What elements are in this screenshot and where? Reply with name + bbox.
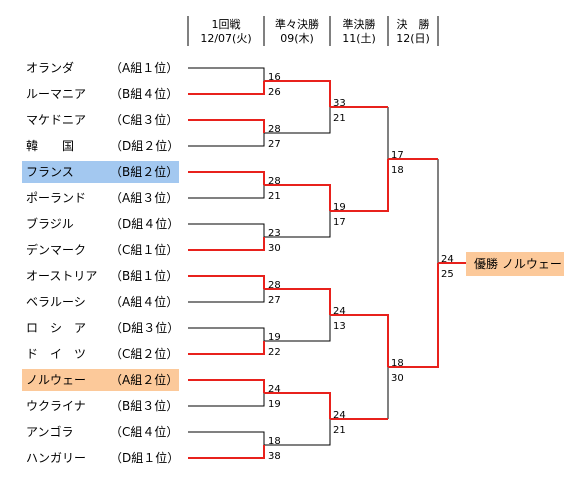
team-name: ノルウェー bbox=[26, 373, 86, 387]
score: 38 bbox=[268, 451, 281, 462]
team-name: オランダ bbox=[26, 60, 74, 75]
team-group: （C組４位） bbox=[110, 424, 178, 439]
team-name: フランス bbox=[26, 165, 74, 179]
team-group: （A組４位） bbox=[110, 294, 178, 309]
highlight-france bbox=[22, 161, 179, 183]
bracket-lines-winner bbox=[188, 80, 466, 459]
score: 17 bbox=[333, 217, 346, 228]
score: 23 bbox=[268, 228, 281, 239]
team-name: マケドニア bbox=[26, 113, 86, 127]
score: 27 bbox=[268, 139, 281, 150]
team-name: ポーランド bbox=[26, 191, 86, 205]
team-name: ブラジル bbox=[26, 216, 74, 231]
score: 25 bbox=[441, 269, 454, 280]
score: 16 bbox=[268, 72, 281, 83]
bracket-lines-loser bbox=[188, 67, 439, 446]
round-1-title: 1回戦 bbox=[212, 18, 241, 31]
team-group: （D組４位） bbox=[110, 216, 179, 231]
team-group: （D組３位） bbox=[110, 320, 179, 335]
score: 28 bbox=[268, 176, 281, 187]
score: 30 bbox=[391, 373, 404, 384]
highlight-norway bbox=[22, 369, 179, 391]
team-group: （A組３位） bbox=[110, 190, 178, 205]
round-3-date: 11(土) bbox=[342, 32, 376, 45]
team-name: ベラルーシ bbox=[26, 295, 86, 309]
score: 21 bbox=[268, 191, 281, 202]
team-name: アンゴラ bbox=[26, 424, 74, 439]
team-group: （D組１位） bbox=[110, 450, 179, 465]
team-group: （A組１位） bbox=[110, 60, 178, 75]
score: 18 bbox=[391, 165, 404, 176]
round-3-title: 準決勝 bbox=[343, 17, 376, 31]
team-group: （C組２位） bbox=[110, 346, 178, 361]
round-4-title: 決 勝 bbox=[397, 17, 430, 31]
team-name: 韓 国 bbox=[26, 139, 74, 153]
score: 24 bbox=[268, 384, 281, 395]
score: 24 bbox=[333, 410, 346, 421]
score: 17 bbox=[391, 150, 404, 161]
team-group: （C組３位） bbox=[110, 112, 178, 127]
team-group: （B組２位） bbox=[110, 164, 178, 179]
team-group: （B組３位） bbox=[110, 398, 178, 413]
team-name: ウクライナ bbox=[26, 399, 86, 413]
team-group: （D組２位） bbox=[110, 138, 179, 153]
round-header bbox=[187, 16, 439, 46]
score: 27 bbox=[268, 295, 281, 306]
team-group: （B組４位） bbox=[110, 86, 178, 101]
team-group: （A組２位） bbox=[110, 372, 178, 387]
round-2-date: 09(木) bbox=[280, 32, 314, 45]
score: 19 bbox=[268, 332, 281, 343]
score: 22 bbox=[268, 347, 281, 358]
score: 19 bbox=[333, 202, 346, 213]
score: 18 bbox=[268, 436, 281, 447]
score: 33 bbox=[333, 98, 346, 109]
team-name: デンマーク bbox=[26, 242, 86, 257]
round-1-date: 12/07(火) bbox=[200, 32, 251, 45]
team-list: オランダ （A組１位） ルーマニア （B組４位） マケドニア （C組３位） 韓 … bbox=[26, 60, 179, 465]
team-name: ド イ ツ bbox=[26, 347, 86, 361]
round-2-title: 準々決勝 bbox=[275, 17, 319, 31]
score: 13 bbox=[333, 321, 346, 332]
score: 18 bbox=[391, 358, 404, 369]
team-name: ルーマニア bbox=[26, 87, 86, 101]
score: 21 bbox=[333, 425, 346, 436]
score: 24 bbox=[333, 306, 346, 317]
team-group: （B組１位） bbox=[110, 268, 178, 283]
round-4-date: 12(日) bbox=[396, 32, 430, 45]
scores: 16 26 28 27 28 21 23 30 28 27 19 22 24 1… bbox=[268, 72, 454, 462]
score: 24 bbox=[441, 254, 454, 265]
score: 28 bbox=[268, 124, 281, 135]
team-name: ハンガリー bbox=[26, 451, 86, 465]
champion-box bbox=[466, 252, 564, 276]
score: 26 bbox=[268, 87, 281, 98]
team-name: オーストリア bbox=[26, 269, 97, 283]
score: 28 bbox=[268, 280, 281, 291]
score: 21 bbox=[333, 113, 346, 124]
champion-label: 優勝 ノルウェー bbox=[474, 256, 562, 271]
team-name: ロ シ ア bbox=[26, 321, 86, 335]
team-group: （C組１位） bbox=[110, 242, 178, 257]
score: 30 bbox=[268, 243, 281, 254]
score: 19 bbox=[268, 399, 281, 410]
